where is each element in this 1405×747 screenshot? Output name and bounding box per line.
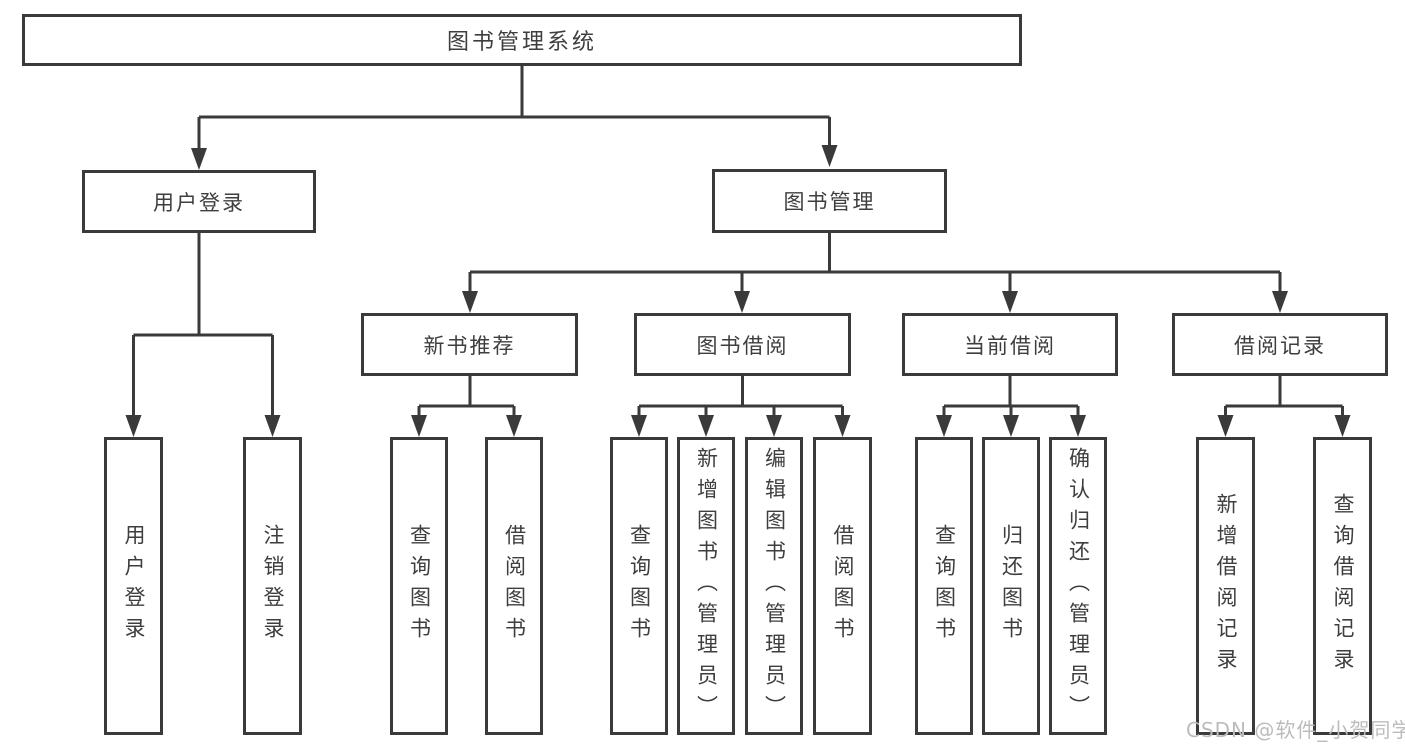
node-current-borrow-label: 当前借阅 [964,333,1056,358]
node-book-borrow-label: 图书借阅 [696,333,789,358]
node-root-label: 图书管理系统 [446,30,597,55]
node-book-borrow: 图书借阅 [634,313,851,376]
leaf-current-confirm-return-admin-label: 确认归还（管理员） [1066,446,1091,726]
leaf-records-add-record-label: 新增借阅记录 [1214,493,1238,679]
leaf-current-query-books: 查询图书 [915,437,973,735]
node-current-borrow: 当前借阅 [902,313,1118,376]
leaf-current-return-books: 归还图书 [982,437,1040,735]
leaf-records-query-record-label: 查询借阅记录 [1331,493,1355,679]
leaf-current-confirm-return-admin: 确认归还（管理员） [1049,437,1107,735]
arrowheads [125,145,1351,437]
leaf-borrow-edit-books-admin-label: 编辑图书（管理员） [762,446,787,726]
node-book-management-label: 图书管理 [783,190,876,214]
node-user-login-label: 用户登录 [153,190,245,215]
node-borrow-records: 借阅记录 [1172,313,1388,376]
leaf-borrow-query-books-label: 查询图书 [627,524,652,648]
leaf-borrow-edit-books-admin: 编辑图书（管理员） [745,437,803,735]
leaf-recommend-borrow-books: 借阅图书 [485,437,543,735]
leaf-records-query-record: 查询借阅记录 [1313,437,1372,735]
leaf-logout-label: 注销登录 [261,524,285,648]
leaf-borrow-add-books-admin-label: 新增图书（管理员） [694,446,719,726]
leaf-user-login: 用户登录 [104,437,163,735]
leaf-records-add-record: 新增借阅记录 [1196,437,1255,735]
leaf-borrow-borrow-books: 借阅图书 [813,437,872,735]
leaf-recommend-borrow-books-label: 借阅图书 [502,524,527,648]
leaf-logout: 注销登录 [243,437,302,735]
leaf-current-query-books-label: 查询图书 [932,524,957,648]
node-book-management: 图书管理 [712,169,947,233]
leaf-borrow-borrow-books-label: 借阅图书 [831,524,855,648]
node-new-book-recommend-label: 新书推荐 [423,333,516,358]
node-borrow-records-label: 借阅记录 [1234,333,1326,358]
node-user-login: 用户登录 [82,170,316,233]
leaf-borrow-query-books: 查询图书 [610,437,668,735]
node-root: 图书管理系统 [22,14,1022,66]
leaf-current-return-books-label: 归还图书 [999,524,1024,648]
leaf-recommend-query-books: 查询图书 [390,437,448,735]
leaf-borrow-add-books-admin: 新增图书（管理员） [677,437,735,735]
node-new-book-recommend: 新书推荐 [361,313,578,376]
leaf-recommend-query-books-label: 查询图书 [407,524,432,648]
leaf-user-login-label: 用户登录 [122,524,146,648]
